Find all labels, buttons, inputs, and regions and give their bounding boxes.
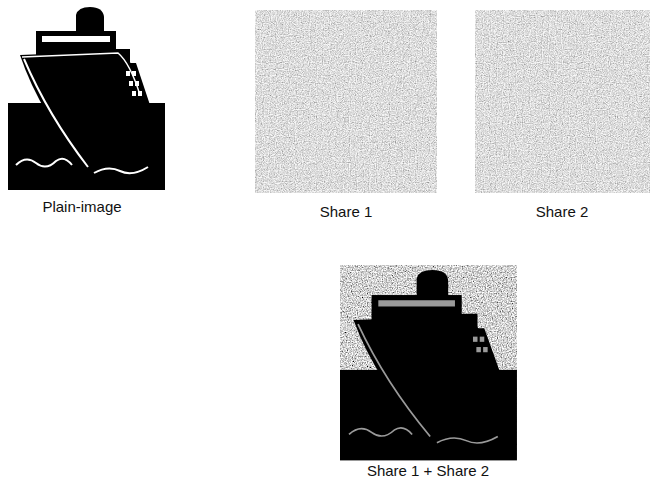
image-caption: Share 1 + Share 2 <box>367 462 489 480</box>
combined-ship-image <box>340 270 517 460</box>
share-1-noise <box>255 10 437 193</box>
combined-noise <box>340 265 517 460</box>
plain-ship-image <box>8 7 165 190</box>
image-caption: Plain-image <box>42 198 121 216</box>
image-caption: Share 2 <box>536 203 589 221</box>
combined-noise <box>340 265 517 460</box>
image-caption: Share 1 <box>320 203 373 221</box>
share-1-noise <box>255 10 437 193</box>
share-2-noise <box>475 10 650 193</box>
share-2-noise <box>475 10 650 193</box>
